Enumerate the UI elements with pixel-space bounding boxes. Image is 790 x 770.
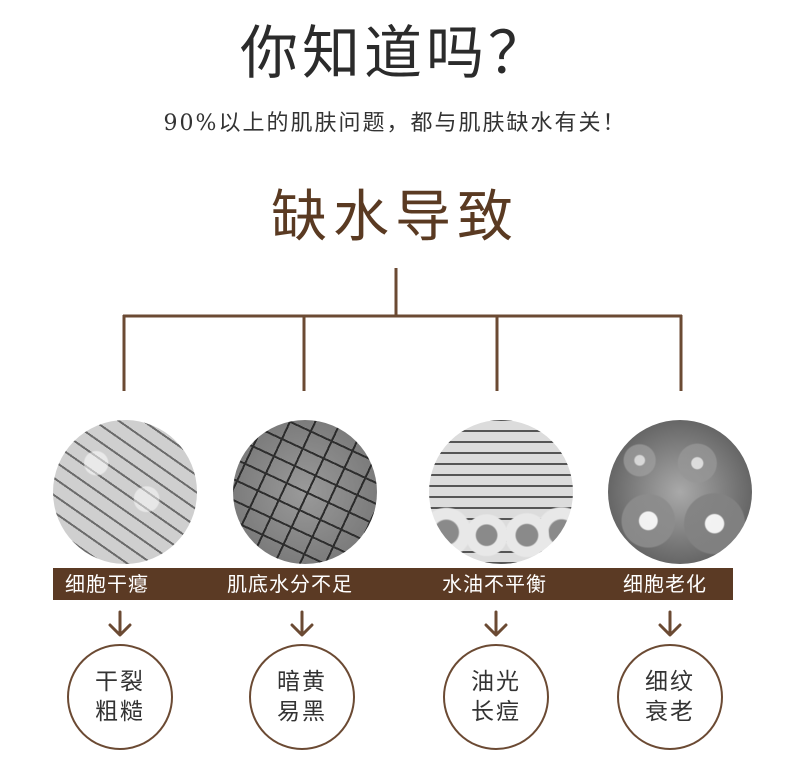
arrow-down-icon-4 — [658, 610, 682, 637]
result-4-line-1: 细纹 — [645, 669, 695, 695]
cause-label-bar: 细胞干瘪 肌底水分不足 水油不平衡 细胞老化 — [53, 568, 733, 600]
arrow-down-icon-2 — [290, 610, 314, 637]
page-title: 你知道吗？ — [239, 19, 550, 87]
result-2-line-2: 易黑 — [277, 699, 327, 725]
result-circle-4: 细纹 衰老 — [617, 644, 723, 750]
result-circle-3: 油光 长痘 — [443, 644, 549, 750]
cracked-earth-image — [233, 420, 377, 564]
cause-label-3: 水油不平衡 — [442, 572, 547, 596]
result-circle-2: 暗黄 易黑 — [249, 644, 355, 750]
result-1-line-2: 粗糙 — [95, 699, 145, 725]
cause-label-2: 肌底水分不足 — [227, 572, 353, 596]
page-subtitle: 90%以上的肌肤问题，都与肌肤缺水有关！ — [163, 111, 627, 136]
main-heading: 缺水导致 — [271, 185, 519, 250]
result-4-line-2: 衰老 — [645, 699, 695, 725]
skin-cell-layers-image — [429, 420, 573, 564]
branch-connector-lines — [122, 268, 683, 391]
arrow-down-icon-1 — [108, 610, 132, 637]
arrow-down-icon-3 — [484, 610, 508, 637]
down-arrows — [108, 610, 682, 637]
result-1-line-1: 干裂 — [95, 669, 145, 695]
result-circle-1: 干裂 粗糙 — [67, 644, 173, 750]
dry-cracked-skin-image — [53, 420, 197, 564]
cause-label-4: 细胞老化 — [623, 572, 707, 596]
cause-label-1: 细胞干瘪 — [65, 572, 149, 596]
result-3-line-2: 长痘 — [471, 699, 521, 725]
aging-cells-image — [608, 420, 752, 564]
result-2-line-1: 暗黄 — [277, 669, 327, 695]
result-3-line-1: 油光 — [471, 669, 521, 695]
